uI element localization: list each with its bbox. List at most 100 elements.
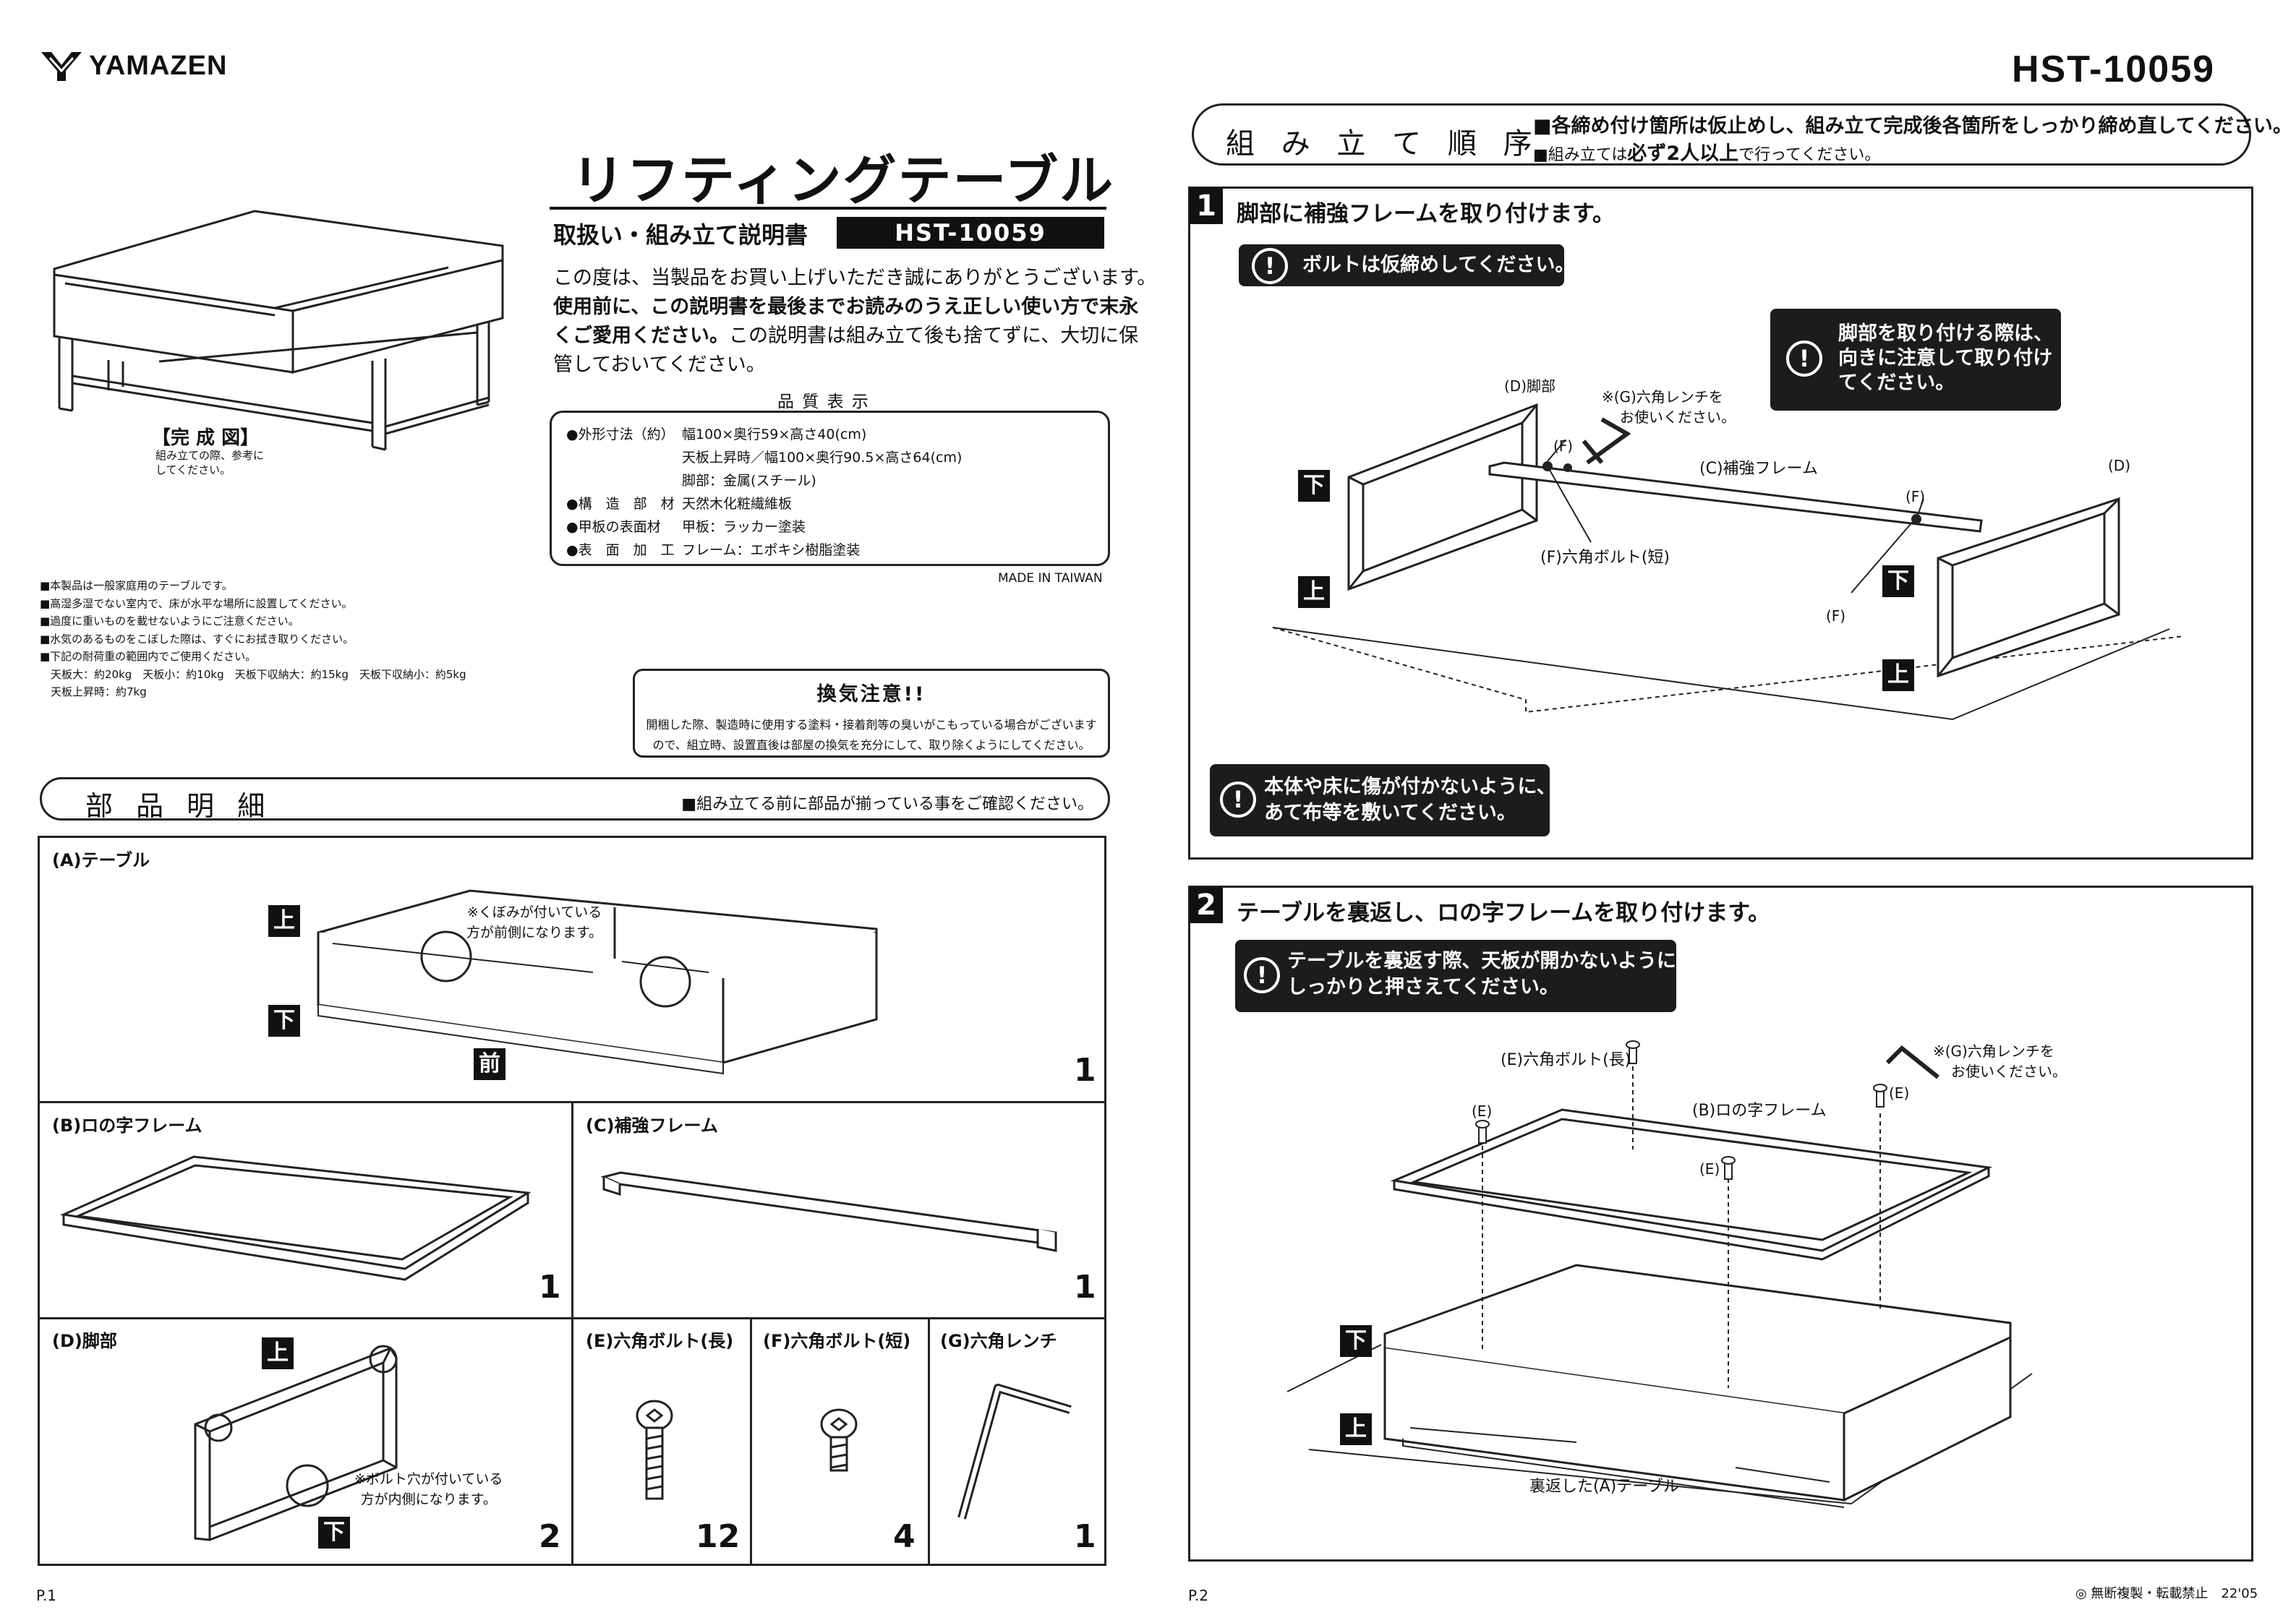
part-e-qty: 12 <box>696 1518 741 1555</box>
manual-subtitle: 取扱い・組み立て説明書 <box>553 221 808 249</box>
step2-label-flipped-table: 裏返した(A)テーブル <box>1529 1478 1679 1496</box>
exclamation-icon: ! <box>1786 341 1822 377</box>
quality-row-value: 幅100×奥行59×高さ40(cm) <box>682 427 867 442</box>
caution-item: ■本製品は一般家庭用のテーブルです。 <box>40 579 233 592</box>
caution-item: ■下記の耐荷重の範囲内でご使用ください。 <box>40 650 257 663</box>
step1-label-f-bolt: (F)六角ボルト(短) <box>1540 549 1670 567</box>
step2-down-tag: 下 <box>1340 1325 1372 1357</box>
ventilation-box: 換気注意!! 開梱した際、製造時に使用する塗料・接着剤等の臭いがこもっている場合… <box>633 669 1110 758</box>
step1-label-f-3: (F) <box>1826 607 1846 625</box>
step2-label-wrench-line: お使いください。 <box>1951 1063 2067 1080</box>
intro-line-3-bold: くご愛用ください。 <box>553 325 729 347</box>
step1-warning-floor: ! 本体や床に傷が付かないように、 あて布等を敷いてください。 <box>1210 764 1556 836</box>
part-d-note-line: 方が内側になります。 <box>360 1491 497 1507</box>
intro-text: この度は、当製品をお買い上げいただき誠にありがとうございます。 使用前に、この説… <box>553 264 1156 380</box>
step1-number: 1 <box>1190 188 1223 224</box>
step1-label-wrench-line: お使いください。 <box>1620 408 1736 426</box>
step2-warning-lid-line: テーブルを裏返す際、天板が開かないように <box>1287 950 1676 972</box>
part-g-label: (G)六角レンチ <box>940 1331 1057 1351</box>
step1-label-f-2: (F) <box>1905 488 1926 505</box>
assembly-note-2b: 必ず2人以上 <box>1627 142 1739 165</box>
part-e-label: (E)六角ボルト(長) <box>586 1331 734 1351</box>
quality-row-value: フレーム：エポキシ樹脂塗装 <box>682 542 861 558</box>
grid-line-v1 <box>571 1101 573 1566</box>
exclamation-icon: ! <box>1244 957 1280 993</box>
grid-line-v2 <box>750 1317 752 1566</box>
step1-label-c-brace: (C)補強フレーム <box>1699 460 1818 478</box>
assembly-heading-bar: 組 み 立 て 順 序 <box>1192 103 2251 166</box>
part-d-qty: 2 <box>539 1518 561 1555</box>
step2-label-e-1: (E) <box>1472 1102 1493 1120</box>
quality-row-label: ●構 造 部 材 <box>566 496 675 512</box>
part-a-note-line: ※くぼみが付いている <box>466 904 602 920</box>
parts-note: ■組み立てる前に部品が揃っている事をご確認ください。 <box>681 795 1093 813</box>
made-in: MADE IN TAIWAN <box>998 571 1103 586</box>
step1-warning-direction-line: てください。 <box>1838 372 1955 394</box>
part-d-top-tag: 上 <box>262 1337 294 1369</box>
quality-row-label: ●外形寸法（約） <box>566 427 675 442</box>
quality-row: ●甲板の表面材甲板：ラッカー塗装 <box>566 515 1093 539</box>
step1-warning-direction-line: 向きに注意して取り付け <box>1838 347 2053 369</box>
step1-label-d-right: (D) <box>2108 457 2131 474</box>
step2-title: テーブルを裏返し、ロの字フレームを取り付けます。 <box>1237 900 1771 926</box>
part-a-note-line: 方が前側になります。 <box>466 925 603 941</box>
exclamation-icon: ! <box>1220 781 1256 818</box>
quality-row-value: 脚部：金属(スチール) <box>682 473 816 489</box>
intro-line-2: 使用前に、この説明書を最後までお読みのうえ正しい使い方で末永 <box>553 296 1139 318</box>
assembly-note-2a: ■組み立ては <box>1533 146 1628 164</box>
part-a-note: ※くぼみが付いている 方が前側になります。 <box>466 902 602 943</box>
step1-warning-bolt: ! ボルトは仮締めしてください。 <box>1239 244 1574 286</box>
quality-row: 脚部：金属(スチール) <box>566 469 1093 492</box>
intro-line-3-rest: この説明書は組み立て後も捨てずに、大切に保 <box>729 325 1139 347</box>
model-badge: HST-10059 <box>837 217 1104 249</box>
part-a-front-tag: 前 <box>474 1048 505 1080</box>
grid-line-v3 <box>928 1317 930 1566</box>
vent-title: 換気注意!! <box>816 683 926 706</box>
quality-row: ●外形寸法（約） 幅100×奥行59×高さ40(cm) <box>566 423 1093 446</box>
intro-line-3: くご愛用ください。この説明書は組み立て後も捨てずに、大切に保 <box>553 322 1138 351</box>
product-title: リフティングテーブル <box>571 150 1115 212</box>
complete-note: 組み立ての際、参考に してください。 <box>155 448 264 477</box>
step1-warning-floor-line: あて布等を敷いてください。 <box>1264 802 1516 824</box>
part-d-note: ※ボルト穴が付いている 方が内側になります。 <box>354 1469 503 1509</box>
model-number-header: HST-10059 <box>2012 48 2216 90</box>
quality-row: 天板上昇時／幅100×奥行90.5×高さ64(cm) <box>566 446 1093 469</box>
quality-row-value: 天然木化粧繊維板 <box>682 496 793 512</box>
step1-up-tag-right: 上 <box>1882 659 1914 691</box>
parts-heading: 部 品 明 細 <box>85 790 273 822</box>
caution-list: ■本製品は一般家庭用のテーブルです。 ■高湿多湿でない室内で、床が水平な場所に設置… <box>40 577 466 701</box>
part-b-label: (B)ロの字フレーム <box>52 1115 202 1136</box>
step1-label-d-leg: (D)脚部 <box>1504 377 1556 395</box>
part-c-qty: 1 <box>1074 1269 1096 1306</box>
part-b-qty: 1 <box>539 1269 561 1306</box>
caution-item: ■水気のあるものをこぼした際は、すぐにお拭き取りください。 <box>40 632 354 646</box>
brand-name: YAMAZEN <box>89 51 228 81</box>
step1-down-tag-right: 下 <box>1882 565 1914 597</box>
complete-note-line: してください。 <box>155 463 231 476</box>
step1-panel <box>1188 187 2253 860</box>
part-a-qty: 1 <box>1074 1052 1096 1089</box>
part-d-note-line: ※ボルト穴が付いている <box>354 1471 503 1487</box>
part-d-label: (D)脚部 <box>52 1331 117 1351</box>
step2-label-b-frame: (B)ロの字フレーム <box>1692 1102 1827 1120</box>
step2-label-e-2: (E) <box>1889 1084 1910 1102</box>
step2-label-e-long: (E)六角ボルト(長) <box>1501 1051 1631 1069</box>
step2-warning-lid-line: しっかりと押さえてください。 <box>1287 976 1559 998</box>
exclamation-icon: ! <box>1252 247 1288 284</box>
step1-title: 脚部に補強フレームを取り付けます。 <box>1237 201 1615 227</box>
caution-item: 天板上昇時：約7kg <box>40 685 147 698</box>
step1-warning-floor-line: 本体や床に傷が付かないように、 <box>1264 776 1556 798</box>
assembly-note-1: ■各締め付け箇所は仮止めし、組み立て完成後各箇所をしっかり締め直してください。 <box>1533 115 2292 137</box>
step1-warning-bolt-text: ボルトは仮締めしてください。 <box>1302 254 1575 276</box>
step1-up-tag-left: 上 <box>1298 576 1330 608</box>
page-number-1: P.1 <box>36 1587 57 1604</box>
caution-item: ■高湿多湿でない室内で、床が水平な場所に設置してください。 <box>40 596 353 610</box>
step1-down-tag-left: 下 <box>1298 470 1330 502</box>
quality-box: ●外形寸法（約） 幅100×奥行59×高さ40(cm) 天板上昇時／幅100×奥行9… <box>550 411 1110 566</box>
assembly-note-2c: で行ってください。 <box>1738 146 1881 164</box>
vent-text-2: ので、組立時、設置直後は部屋の換気を充分にして、取り除くようにしてください。 <box>652 738 1091 752</box>
step2-label-e-3: (E) <box>1699 1160 1720 1178</box>
parts-heading-bar: 部 品 明 細 ■組み立てる前に部品が揃っている事をご確認ください。 <box>40 777 1110 822</box>
step2-panel <box>1188 886 2253 1562</box>
part-a-label: (A)テーブル <box>52 850 150 870</box>
